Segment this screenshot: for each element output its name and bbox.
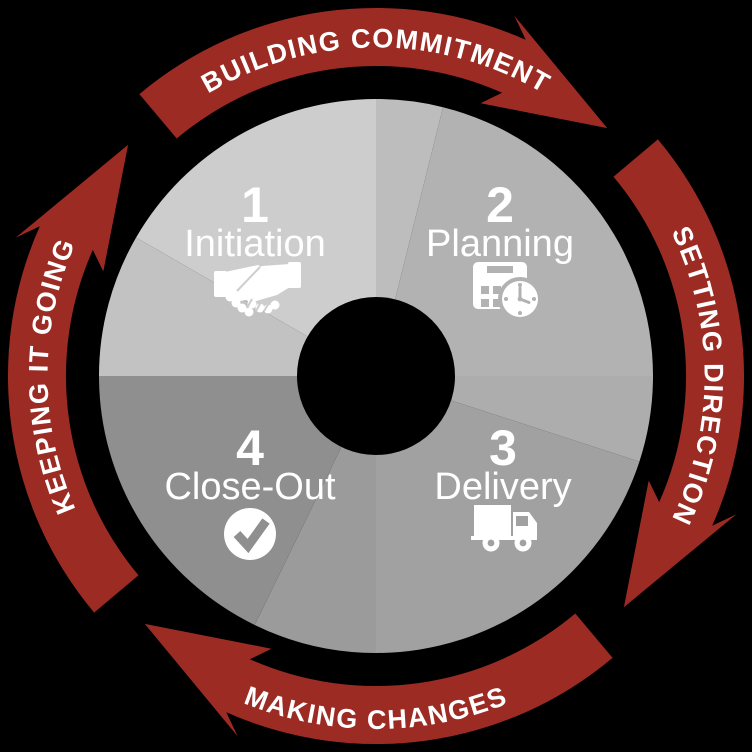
quadrant-1-label: Initiation <box>184 223 326 265</box>
quadrant-1-number: 1 <box>241 177 269 233</box>
quadrant-2-planning: 2 Planning <box>426 177 574 321</box>
quadrant-4-sector <box>99 376 376 625</box>
arrow-setting-direction <box>613 139 745 608</box>
quadrant-3-number: 3 <box>489 420 517 476</box>
quadrant-4-label: Close-Out <box>164 466 335 508</box>
arrow-keeping-it-going <box>7 144 139 613</box>
cycle-arrows <box>7 7 745 745</box>
quadrant-4-number: 4 <box>236 420 264 476</box>
handshake-icon <box>214 262 301 317</box>
quadrant-3-delivery: 3 Delivery <box>434 420 572 552</box>
quadrant-1-initiation: 1 Initiation <box>184 177 326 317</box>
quadrant-3-label: Delivery <box>434 466 571 508</box>
arrow-building-commitment <box>139 7 608 139</box>
delivery-truck-icon <box>471 505 537 552</box>
quadrant-1-sector <box>136 98 376 376</box>
quadrant-2-sector <box>376 107 653 376</box>
quadrant-2-label: Planning <box>426 223 574 265</box>
arrow-making-changes <box>144 613 613 745</box>
center-hole <box>297 297 455 455</box>
calendar-clock-icon <box>473 262 542 321</box>
quadrant-2-number: 2 <box>486 177 514 233</box>
check-circle-icon <box>224 508 276 560</box>
quadrant-4-close-out: 4 Close-Out <box>164 420 336 560</box>
